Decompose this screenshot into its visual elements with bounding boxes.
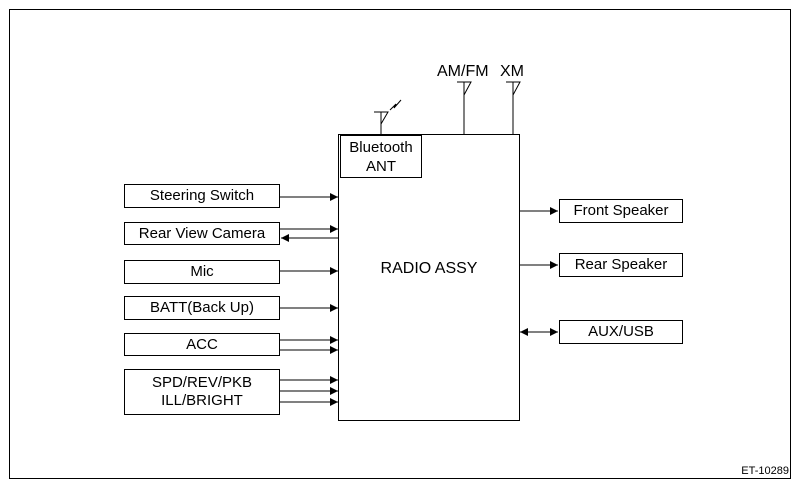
wireless-signal-icon — [389, 99, 402, 111]
spd-rev-pkb-box: SPD/REV/PKB ILL/BRIGHT — [124, 369, 280, 415]
batt-backup-box: BATT(Back Up) — [124, 296, 280, 320]
bluetooth-ant-box: Bluetooth ANT — [340, 135, 422, 178]
aux-usb-label: AUX/USB — [588, 323, 654, 340]
mic-label: Mic — [190, 263, 214, 280]
rear-speaker-box: Rear Speaker — [559, 253, 683, 277]
xm-antenna-icon — [506, 81, 521, 96]
radio-assy-label: RADIO ASSY — [380, 260, 478, 277]
spd-rev-pkb-label: SPD/REV/PKB ILL/BRIGHT — [151, 374, 253, 409]
rear-speaker-label: Rear Speaker — [574, 256, 668, 273]
reference-code: ET-10289 — [741, 465, 789, 477]
acc-label: ACC — [186, 335, 218, 353]
xm-label: XM — [500, 63, 524, 80]
front-speaker-box: Front Speaker — [559, 199, 683, 223]
front-speaker-label: Front Speaker — [573, 202, 669, 219]
amfm-antenna-icon — [457, 81, 472, 96]
diagram-frame — [9, 9, 791, 479]
mic-box: Mic — [124, 260, 280, 284]
steering-switch-box: Steering Switch — [124, 184, 280, 208]
amfm-label: AM/FM — [437, 63, 489, 80]
bluetooth-antenna-icon — [374, 111, 389, 125]
rear-view-camera-box: Rear View Camera — [124, 222, 280, 245]
aux-usb-box: AUX/USB — [559, 320, 683, 344]
batt-backup-label: BATT(Back Up) — [150, 299, 254, 316]
acc-box: ACC — [124, 333, 280, 356]
bluetooth-ant-label: Bluetooth ANT — [349, 138, 413, 175]
rear-view-camera-label: Rear View Camera — [138, 224, 266, 242]
steering-switch-label: Steering Switch — [149, 187, 255, 204]
radio-assy-box — [338, 134, 520, 421]
